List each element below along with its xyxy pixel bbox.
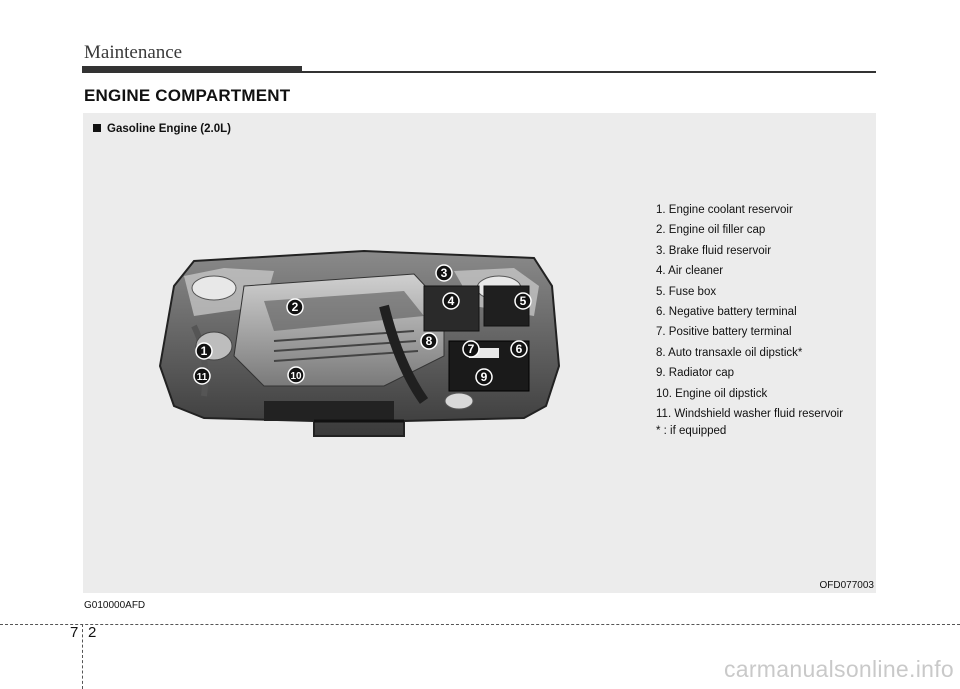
legend-item: 6. Negative battery terminal: [656, 306, 797, 319]
callout-layer: 1 2 3 4 5 6 7 8 9 10 11: [193, 264, 532, 386]
callout-4: 4: [442, 292, 460, 310]
svg-text:9: 9: [481, 370, 488, 384]
svg-text:5: 5: [520, 294, 527, 308]
legend-item: 1. Engine coolant reservoir: [656, 204, 793, 216]
svg-text:7: 7: [468, 342, 475, 356]
footer-dashed-rule: [0, 624, 960, 625]
figure-legend: 1. Engine coolant reservoir 2. Engine oi…: [656, 200, 843, 424]
figure-panel: Gasoline Engine (2.0L): [83, 113, 876, 593]
engine-bay-shape: [158, 249, 561, 437]
svg-text:2: 2: [292, 300, 299, 314]
svg-text:4: 4: [448, 294, 455, 308]
chapter-number: 7: [70, 624, 79, 641]
figure-title-text: Gasoline Engine (2.0L): [107, 123, 231, 135]
svg-text:10: 10: [290, 371, 302, 382]
header-bar: [82, 66, 302, 73]
callout-1: 1: [195, 342, 213, 360]
footer-dashed-divider: [82, 624, 83, 689]
callout-9: 9: [475, 368, 493, 386]
document-code: G010000AFD: [84, 600, 146, 611]
legend-item: 9. Radiator cap: [656, 367, 734, 380]
figure-code: OFD077003: [819, 580, 874, 591]
legend-item: 8. Auto transaxle oil dipstick*: [656, 346, 803, 359]
callout-6: 6: [510, 340, 528, 358]
page-heading: ENGINE COMPARTMENT: [84, 86, 291, 105]
svg-text:11: 11: [197, 372, 208, 383]
svg-text:3: 3: [441, 266, 448, 280]
callout-10: 10: [287, 366, 305, 384]
page-number: 2: [88, 624, 97, 641]
square-bullet-icon: [93, 124, 101, 132]
watermark: carmanualsonline.info: [723, 656, 954, 682]
svg-text:6: 6: [516, 342, 523, 356]
callout-3: 3: [435, 264, 453, 282]
section-title: Maintenance: [84, 42, 183, 63]
svg-text:8: 8: [426, 334, 433, 348]
callout-7: 7: [462, 340, 480, 358]
svg-text:1: 1: [201, 344, 208, 358]
callout-5: 5: [514, 292, 532, 310]
callout-8: 8: [420, 332, 438, 350]
callout-11: 11: [193, 367, 211, 385]
legend-item: 5. Fuse box: [656, 285, 717, 298]
callout-2: 2: [286, 298, 304, 316]
engine-illustration: [158, 249, 561, 437]
legend-item: 2. Engine oil filler cap: [656, 224, 766, 237]
legend-item: 7. Positive battery terminal: [656, 326, 792, 339]
legend-item: 4. Air cleaner: [656, 265, 724, 278]
figure-title: Gasoline Engine (2.0L): [93, 123, 231, 135]
legend-note: * : if equipped: [656, 425, 727, 437]
header-rule: [302, 71, 876, 73]
legend-item: 3. Brake fluid reservoir: [656, 244, 772, 257]
legend-item: 11. Windshield washer fluid reservoir: [656, 408, 844, 421]
legend-item: 10. Engine oil dipstick: [656, 387, 768, 400]
